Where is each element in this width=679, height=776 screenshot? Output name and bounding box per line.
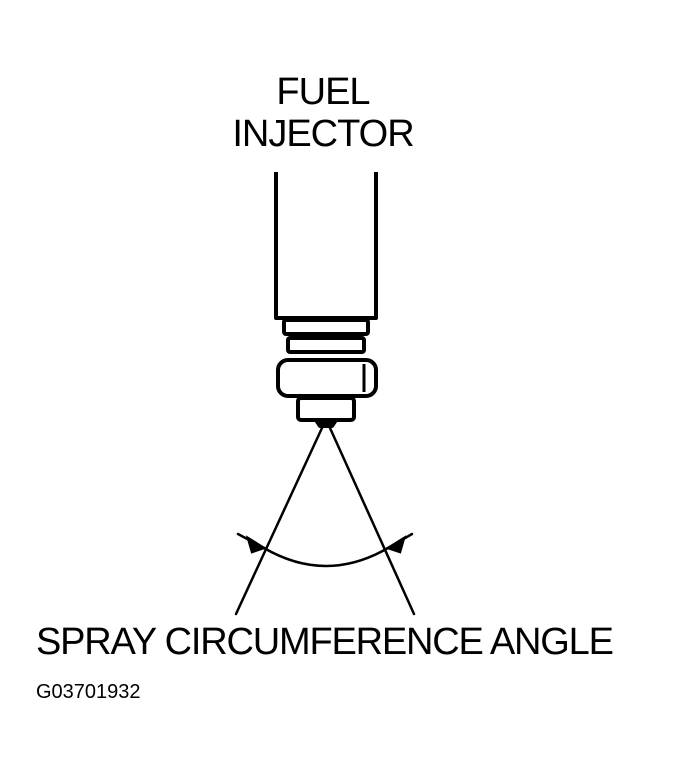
arrowhead-left — [245, 535, 267, 554]
spray-line-right — [328, 426, 416, 616]
fuel-injector-body — [274, 172, 378, 428]
arrowhead-right — [385, 535, 407, 554]
spray-line-left — [234, 426, 324, 616]
angle-indicator — [236, 532, 414, 568]
spray-cone — [234, 426, 416, 616]
injector-collar — [276, 358, 378, 398]
title-line-2: INJECTOR — [232, 113, 414, 155]
injector-neck-upper — [282, 318, 370, 336]
title-line-1: FUEL — [276, 71, 370, 113]
injector-nozzle-tip — [314, 418, 338, 428]
spray-angle-caption: SPRAY CIRCUMFERENCE ANGLE — [36, 621, 614, 663]
figure-id: G03701932 — [36, 681, 141, 703]
angle-arc — [262, 546, 390, 568]
injector-barrel — [274, 172, 378, 320]
injector-nozzle — [296, 396, 356, 422]
injector-neck-lower — [286, 336, 366, 354]
